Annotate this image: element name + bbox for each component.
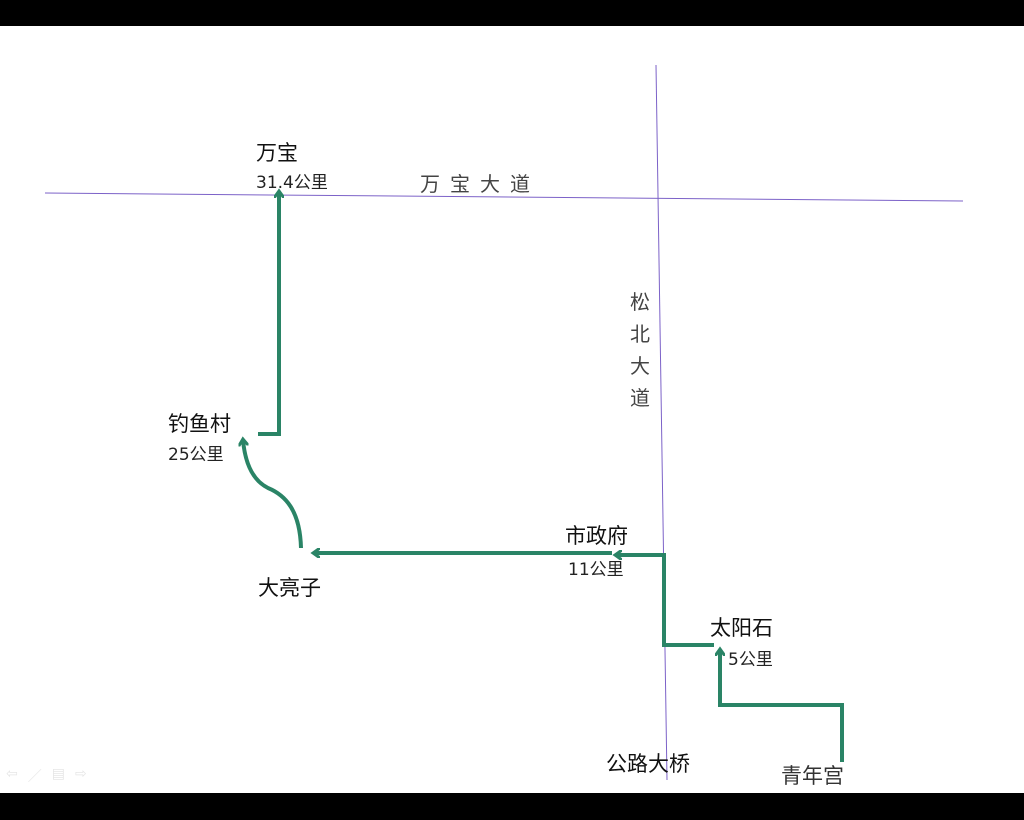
menu-icon[interactable]: ▤	[51, 766, 65, 782]
stop-wanbao-distance: 31.4公里	[256, 173, 328, 193]
stop-gonglu-bridge-name: 公路大桥	[606, 752, 690, 776]
prev-slide-icon[interactable]: ⇦	[6, 766, 18, 782]
stop-daliangzi-name: 大亮子	[258, 576, 321, 600]
wanbao-road-label: 万宝大道	[420, 172, 540, 196]
route-qingniangong-taiyangshi	[720, 650, 844, 762]
stop-diaoyucun-distance: 25公里	[168, 445, 224, 465]
route-taiyangshi-shizhengfu	[616, 555, 714, 647]
road-char: 道	[630, 386, 650, 410]
route-diaoyucun-wanbao	[258, 192, 279, 436]
bottom-letterbox	[0, 793, 1024, 820]
stop-shizhengfu-name: 市政府	[565, 524, 628, 548]
wanbao-road-line	[44, 192, 964, 202]
stop-shizhengfu-distance: 11公里	[568, 560, 624, 580]
stop-diaoyucun-name: 钓鱼村	[168, 412, 231, 436]
stop-qingniangong-name: 青年宫	[781, 764, 844, 788]
road-char: 北	[630, 322, 650, 346]
top-letterbox	[0, 0, 1024, 26]
stop-wanbao-name: 万宝	[256, 141, 298, 165]
road-char: 大	[630, 354, 650, 378]
stop-taiyangshi-name: 太阳石	[710, 616, 773, 640]
road-char: 松	[630, 290, 650, 314]
route-daliangzi-diaoyucun	[243, 440, 303, 549]
songbei-road-line	[655, 64, 668, 781]
next-slide-icon[interactable]: ⇨	[74, 766, 87, 782]
slideshow-nav: ⇦ ／ ▤ ⇨	[6, 766, 87, 786]
stop-taiyangshi-distance: 5公里	[728, 650, 773, 670]
pen-icon[interactable]: ／	[27, 769, 42, 785]
songbei-road-label: 松 北 大 道	[628, 286, 652, 414]
